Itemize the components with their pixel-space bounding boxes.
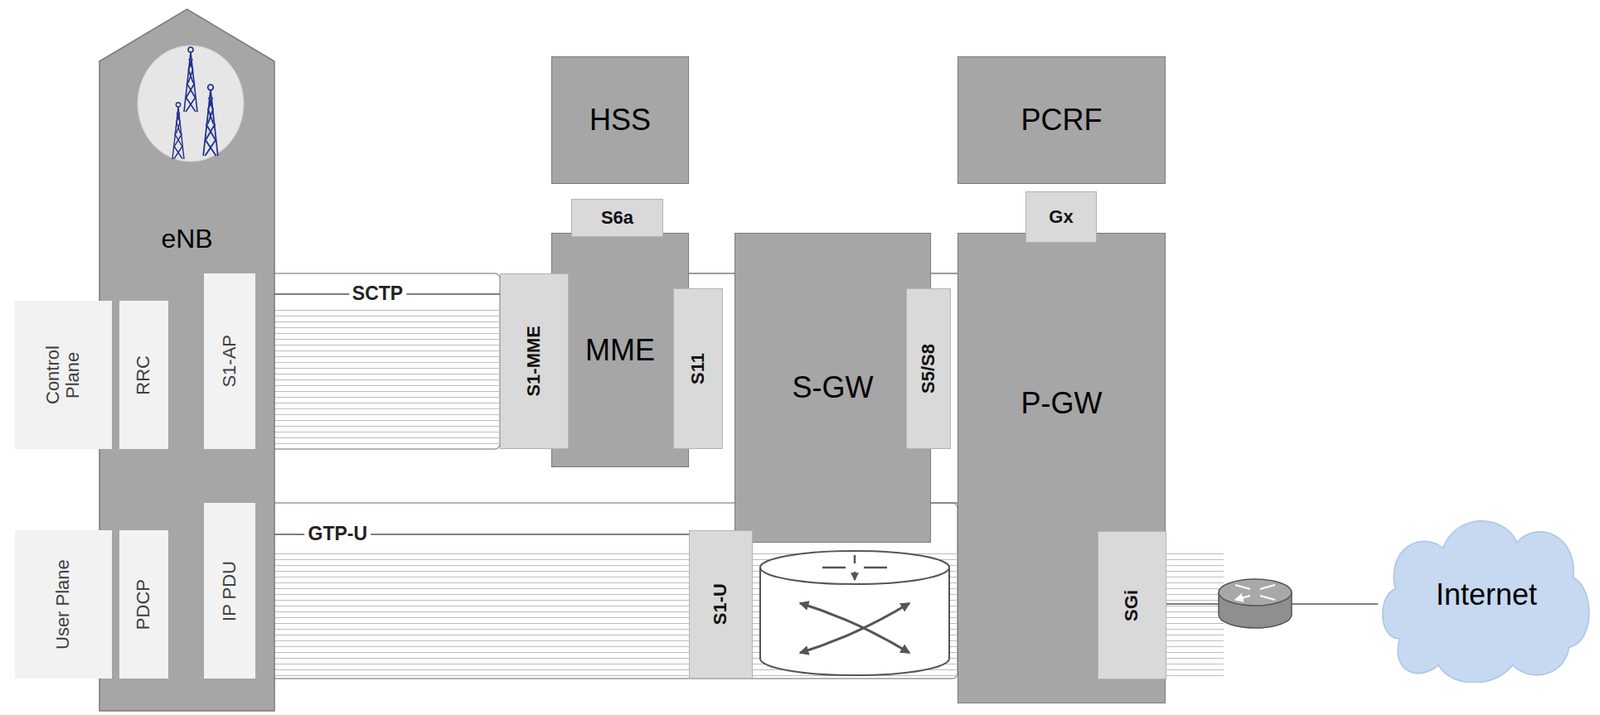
link-line [930, 272, 958, 275]
node-label: S-GW [792, 371, 874, 405]
link-line [930, 502, 958, 505]
link-line [688, 272, 735, 275]
tunnel-lines [255, 308, 500, 448]
node-label: S1-AP [219, 334, 240, 388]
plane-label: Control Plane [14, 300, 112, 450]
node-label: S5/S8 [918, 344, 939, 394]
node-label: IP PDU [219, 561, 240, 622]
interface-box: Gx [1025, 191, 1097, 243]
protocol-layer: IP PDU [203, 503, 256, 679]
node-label: Control Plane [43, 329, 83, 422]
antenna-symbol [203, 84, 219, 156]
antenna-symbol [184, 47, 198, 112]
antenna-badge [137, 45, 244, 162]
sctp-tunnel [203, 273, 500, 450]
node-label: Internet [1435, 578, 1537, 612]
node-label: S1-U [710, 583, 731, 626]
edge-label: GTP-U [305, 523, 372, 545]
core-node: S-GW [734, 232, 931, 544]
tunnel-lines [1165, 551, 1224, 678]
connector [1166, 603, 1378, 606]
cloud-shape [1382, 521, 1590, 684]
node-label: MME [585, 334, 655, 368]
node-label: PCRF [1021, 103, 1103, 137]
node-label: S11 [688, 353, 708, 385]
protocol-layer: PDCP [119, 530, 169, 679]
interface-box: SGi [1097, 531, 1167, 680]
tunnel-lines [255, 551, 958, 678]
node-label: User Plane [53, 559, 73, 651]
node-label: HSS [589, 103, 651, 137]
node-label: S1-MME [523, 325, 544, 398]
protocol-layer: RRC [119, 300, 169, 450]
interface-box: S5/S8 [906, 288, 951, 450]
node-label: P-GW [1021, 387, 1103, 421]
switch-symbol [760, 551, 950, 676]
enodeb-node: eNB RRC S1-AP PDCP IP PDU [98, 8, 276, 713]
node-label: S6a [601, 208, 634, 228]
core-node: P-GW SGi [957, 232, 1166, 704]
interface-box: S1-MME [499, 273, 569, 450]
node-label: Gx [1048, 207, 1073, 228]
router-symbol [1218, 579, 1292, 629]
core-node: HSS [551, 56, 689, 185]
core-node: MME [551, 232, 689, 468]
edge-label: SCTP [349, 283, 407, 305]
node-label: PDCP [133, 579, 154, 631]
interface-box: S6a [571, 198, 664, 238]
interface-box: S1-U [688, 530, 753, 679]
core-node: PCRF [957, 56, 1166, 185]
interface-box: S11 [673, 288, 723, 450]
antenna-symbol [172, 102, 185, 160]
node-label: SGi [1121, 590, 1142, 622]
internet-cloud: Internet [1377, 507, 1596, 684]
node-label: eNB [160, 224, 213, 254]
protocol-layer: S1-AP [203, 273, 256, 450]
plane-label: User Plane [14, 530, 112, 679]
enodeb-shape [99, 9, 275, 712]
node-label: RRC [133, 355, 154, 396]
